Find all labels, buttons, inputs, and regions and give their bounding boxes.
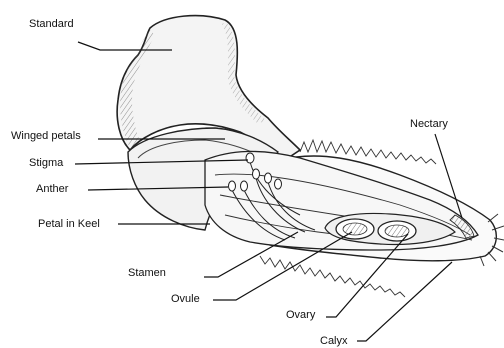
leader-calyx <box>357 262 452 341</box>
label-standard: Standard <box>29 18 74 31</box>
anther-5 <box>275 179 282 189</box>
anther-2 <box>241 181 248 191</box>
anther-3 <box>253 169 260 179</box>
ovule-2-core <box>385 225 409 237</box>
label-calyx: Calyx <box>320 335 348 348</box>
stigma-head <box>246 153 254 163</box>
label-petal-in-keel: Petal in Keel <box>38 218 100 231</box>
label-ovary: Ovary <box>286 309 315 322</box>
label-stigma: Stigma <box>29 157 63 170</box>
ovule-1-core <box>343 223 367 235</box>
label-anther: Anther <box>36 183 68 196</box>
label-stamen: Stamen <box>128 267 166 280</box>
anther-1 <box>229 181 236 191</box>
label-nectary: Nectary <box>410 118 448 131</box>
anther-4 <box>265 173 272 183</box>
label-ovule: Ovule <box>171 293 200 306</box>
label-winged-petals: Winged petals <box>11 130 81 143</box>
